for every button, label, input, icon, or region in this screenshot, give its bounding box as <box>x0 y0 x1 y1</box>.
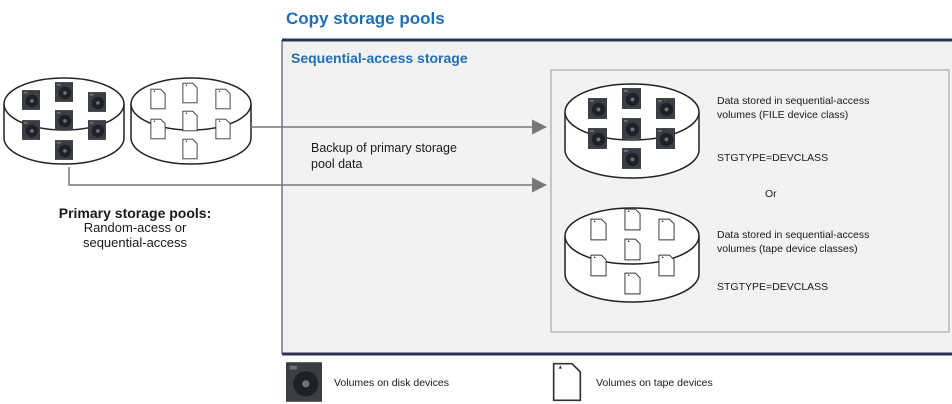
file-device-pool <box>564 83 700 179</box>
primary-pools-caption: Primary storage pools: Random-acess or s… <box>10 205 260 251</box>
copy-pools-header: Copy storage pools <box>286 9 445 28</box>
tape-pool-description: Data stored in sequential-access volumes… <box>717 229 869 256</box>
backup-label: Backup of primary storage pool data <box>311 141 457 172</box>
primary-title: Primary storage pools: <box>58 205 212 221</box>
backup-line2: pool data <box>311 156 363 171</box>
primary-line2: sequential-access <box>82 235 188 251</box>
legend-disk-icon <box>286 362 322 402</box>
sequential-header: Sequential-access storage <box>291 50 468 66</box>
legend-tape-label: Volumes on tape devices <box>596 377 713 389</box>
file-pool-line1: Data stored in sequential-access <box>717 95 870 107</box>
primary-line1: Random-acess or <box>83 220 187 236</box>
tape-pool-stgtype: STGTYPE=DEVCLASS <box>717 281 829 293</box>
legend-disk-label: Volumes on disk devices <box>334 377 449 389</box>
tape-device-pool <box>564 207 700 303</box>
tape-pool-line2: volumes (tape device classes) <box>717 242 858 255</box>
legend-tape-icon <box>552 362 582 402</box>
backup-arrow-bottom <box>68 167 547 193</box>
file-pool-stgtype: STGTYPE=DEVCLASS <box>717 152 829 164</box>
primary-tape-pool <box>130 77 252 165</box>
or-label: Or <box>765 188 777 200</box>
tape-pool-line1: Data stored in sequential-access <box>717 229 870 241</box>
backup-line1: Backup of primary storage <box>311 141 457 155</box>
file-pool-description: Data stored in sequential-access volumes… <box>717 95 869 122</box>
file-pool-line2: volumes (FILE device class) <box>717 108 849 121</box>
primary-disk-pool <box>3 77 125 165</box>
